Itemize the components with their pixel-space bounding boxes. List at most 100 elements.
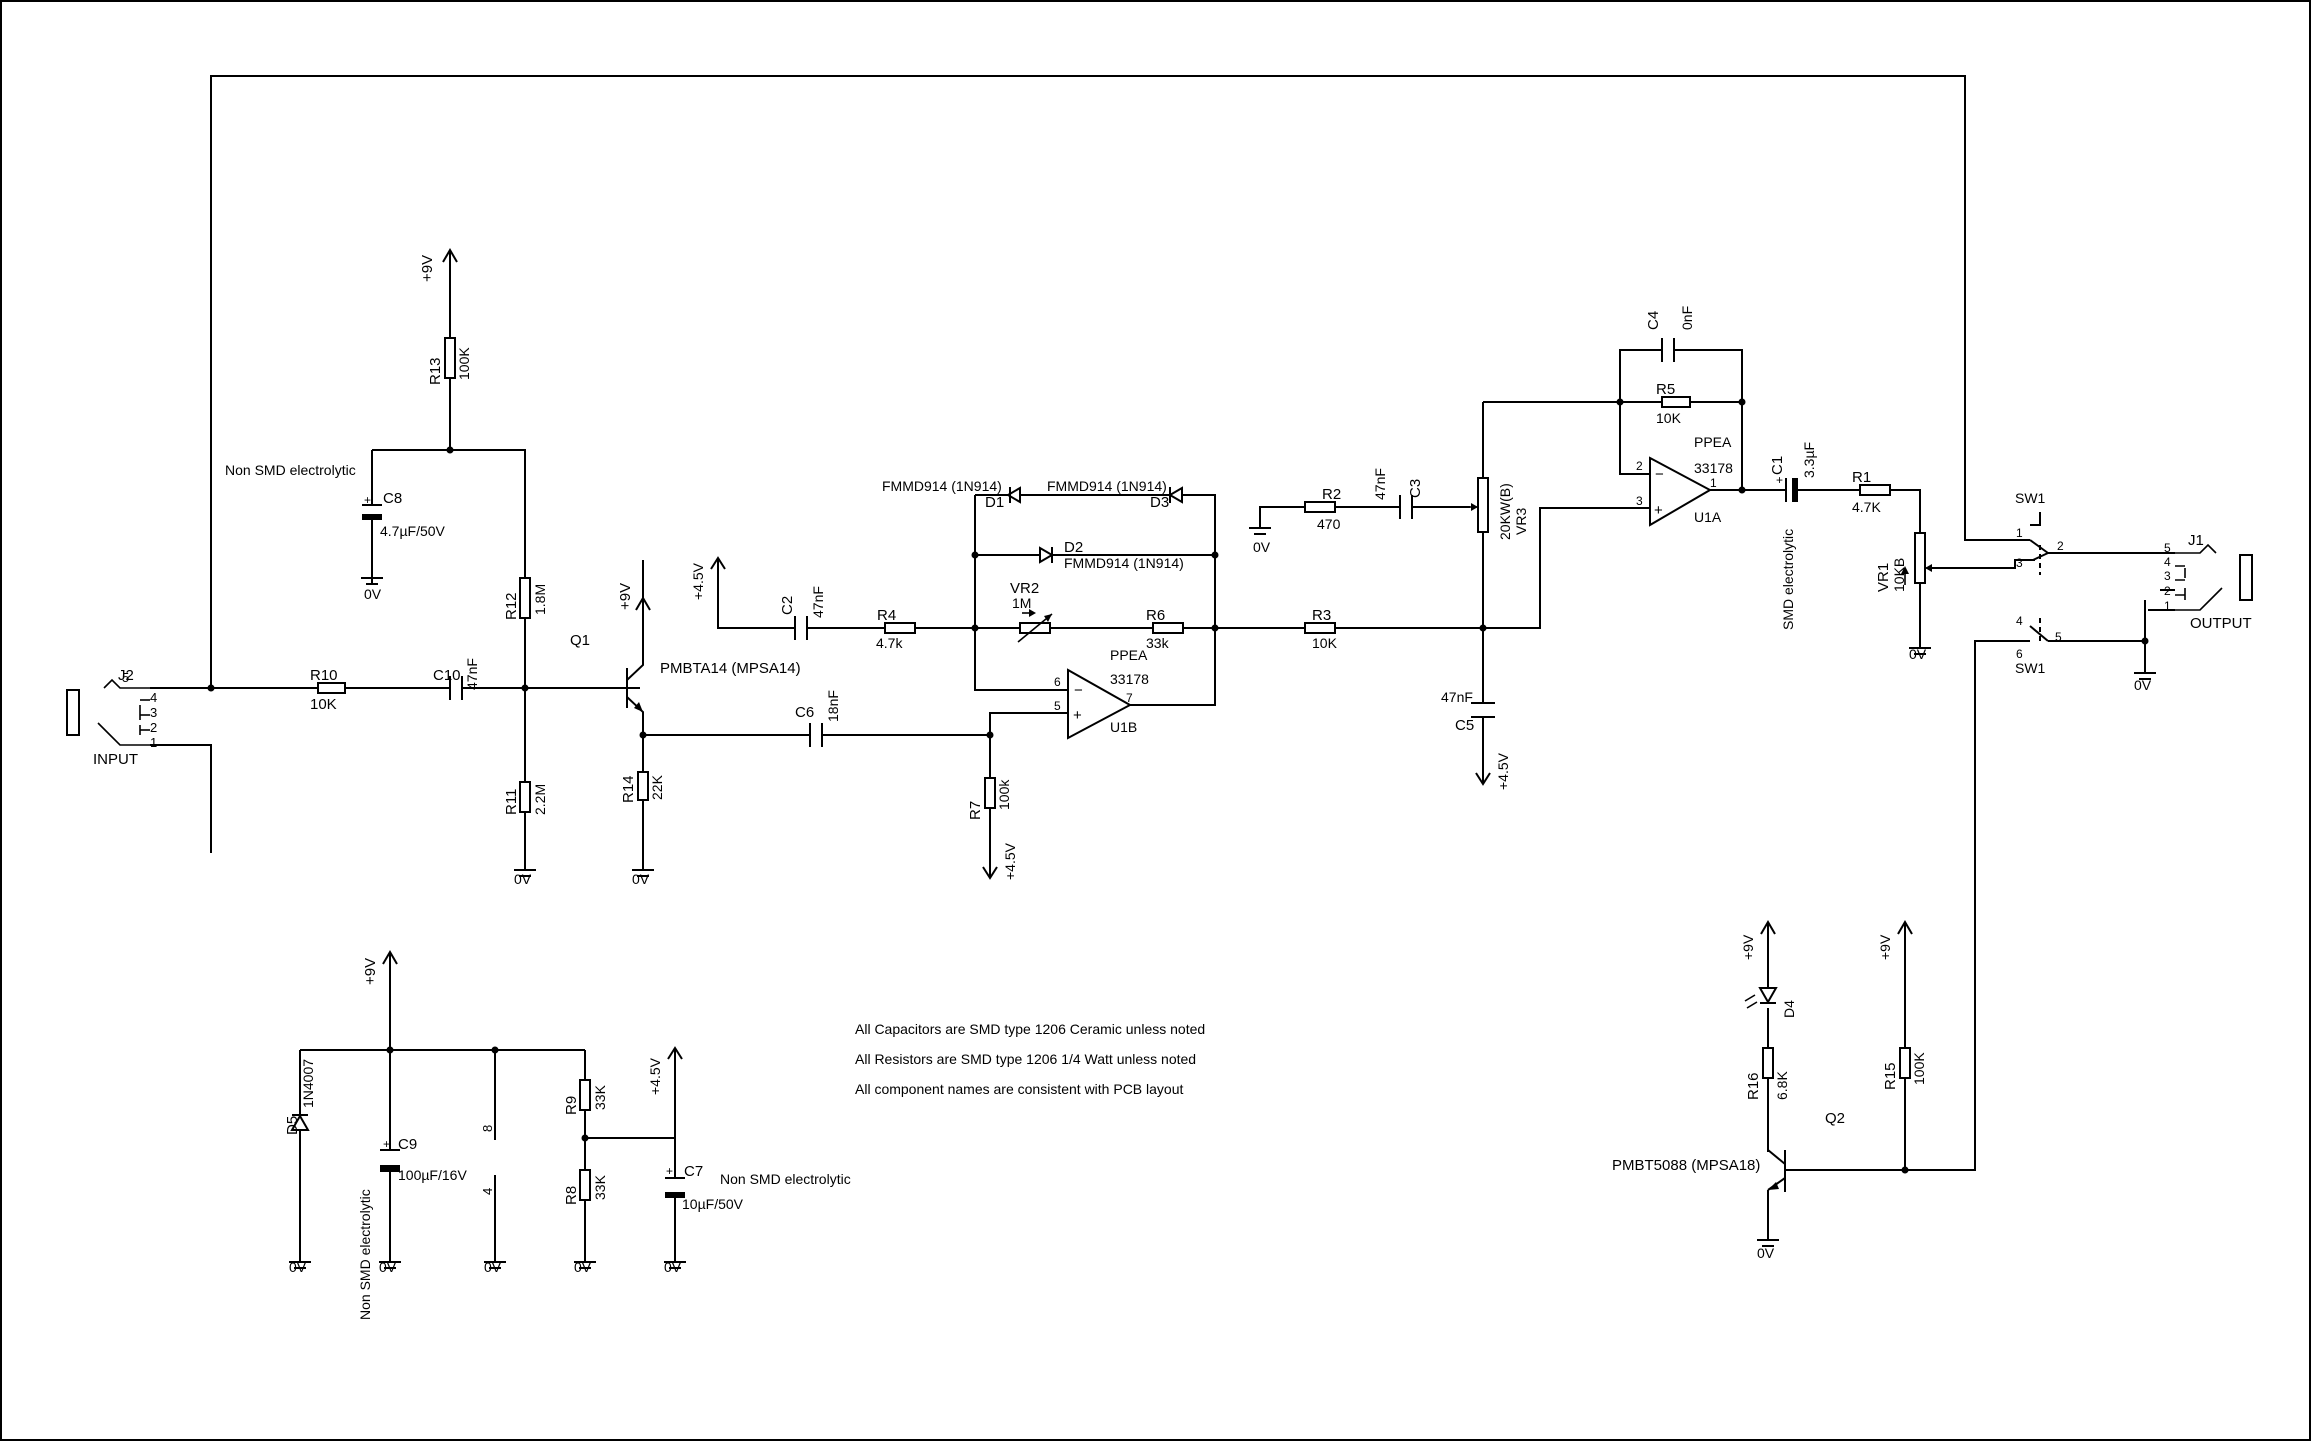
- c10-ref: C10: [433, 667, 461, 684]
- c7-note: Non SMD electrolytic: [720, 1171, 851, 1187]
- r4-ref: R4: [877, 607, 896, 624]
- capacitor-c10: C10 47nF: [433, 658, 480, 700]
- plus9v-label: +9V: [362, 958, 379, 985]
- j2-label: J2: [118, 667, 134, 684]
- r16-value: 6.8K: [1774, 1071, 1790, 1100]
- d1-ref: D1: [985, 494, 1004, 511]
- c4-value: 0nF: [1679, 306, 1695, 330]
- c3-ref: C3: [1407, 479, 1424, 498]
- vr3-value: 20KW(B): [1497, 483, 1513, 540]
- d2-ref: D2: [1064, 539, 1083, 556]
- r12-value: 1.8M: [532, 584, 548, 615]
- plus9v-label: +9V: [1740, 934, 1756, 960]
- ground-label: 0V: [484, 1259, 502, 1275]
- c1-note: SMD electrolytic: [1780, 529, 1796, 630]
- r13-ref: R13: [427, 357, 444, 385]
- ground-label: 0V: [632, 871, 650, 887]
- sw1-ref-2: SW1: [2015, 660, 2046, 676]
- diode-d2: D2 FMMD914 (1N914): [1039, 539, 1184, 571]
- c8-value: 4.7µF/50V: [380, 523, 446, 539]
- c9-value: 100µF/16V: [398, 1167, 467, 1183]
- q1-part: PMBTA14 (MPSA14): [660, 660, 801, 677]
- sw1-pin5: 5: [2055, 630, 2062, 644]
- resistor-r12: R12 1.8M: [503, 450, 548, 620]
- plus9v-label: +9V: [1877, 934, 1893, 960]
- sw1-pin3: 3: [2016, 556, 2023, 570]
- c5-ref: C5: [1455, 717, 1474, 734]
- wires: [150, 75, 2175, 1262]
- ground-label: 0V: [1909, 646, 1927, 662]
- u1b-minus: −: [1074, 682, 1083, 699]
- d3-part: FMMD914 (1N914): [1047, 478, 1167, 494]
- plus45-label: +4.5V: [1495, 752, 1511, 790]
- j1-pin-1: 1: [2164, 599, 2171, 613]
- capacitor-c8: + C8 4.7µF/50V Non SMD electrolytic 0V: [225, 450, 446, 602]
- note-capacitors: All Capacitors are SMD type 1206 Ceramic…: [855, 1021, 1205, 1037]
- r4-value: 4.7k: [876, 635, 903, 651]
- resistor-r1: R1 4.7K: [1852, 469, 1891, 515]
- ground-label: 0V: [1253, 539, 1271, 555]
- d5-value: 1N4007: [300, 1059, 316, 1108]
- resistor-r11: R11 2.2M 0V: [503, 688, 548, 887]
- ground-label: 0V: [289, 1259, 307, 1275]
- sw1-pin2: 2: [2057, 539, 2064, 553]
- r10-ref: R10: [310, 667, 338, 684]
- u1b-part: 33178: [1110, 671, 1149, 687]
- j2-pin-3: 3: [150, 705, 157, 720]
- resistor-r15: +9V R15 100K: [1877, 920, 1927, 1090]
- power-arrow-45v-c2: +4.5V: [690, 556, 726, 600]
- plus45-label: +4.5V: [1002, 842, 1018, 880]
- resistor-r14: R14 22K 0V: [620, 771, 665, 887]
- q2-part: PMBT5088 (MPSA18): [1612, 1157, 1760, 1174]
- r3-ref: R3: [1312, 607, 1331, 624]
- ground-label: 0V: [379, 1259, 397, 1275]
- plus9v-label: +9V: [419, 255, 436, 282]
- transistor-q1: Q1 PMBTA14 (MPSA14) +9V: [570, 583, 801, 735]
- r10-value: 10K: [310, 696, 337, 713]
- ground-label: 0V: [664, 1259, 682, 1275]
- u1b-pin6: 6: [1054, 675, 1061, 689]
- capacitor-c2: C2 47nF: [779, 586, 826, 640]
- resistor-r6: R6 33k: [1146, 607, 1184, 651]
- c9-note: Non SMD electrolytic: [357, 1189, 373, 1320]
- potentiometer-vr1: VR1 10KB 0V: [1875, 532, 1932, 662]
- u1b-ppea: PPEA: [1110, 647, 1148, 663]
- r8-ref: R8: [563, 1186, 580, 1205]
- j2-pin-1: 1: [150, 735, 157, 750]
- potentiometer-vr2: VR2 1M: [1010, 580, 1053, 643]
- sw1-pin1: 1: [2016, 526, 2023, 540]
- u1a-ref: U1A: [1694, 509, 1722, 525]
- resistor-r16: R16 6.8K: [1745, 1047, 1790, 1100]
- q2-ref: Q2: [1825, 1110, 1845, 1127]
- r11-value: 2.2M: [532, 784, 548, 815]
- capacitor-c5: 47nF C5 +4.5V: [1441, 689, 1511, 790]
- c8-note: Non SMD electrolytic: [225, 462, 356, 478]
- d3-ref: D3: [1150, 494, 1169, 511]
- d5-ref: D5: [284, 1116, 301, 1135]
- c5-value: 47nF: [1441, 689, 1473, 705]
- u1a-plus: +: [1654, 502, 1663, 519]
- resistor-r10: R10 10K: [310, 667, 346, 713]
- vr2-ref: VR2: [1010, 580, 1039, 597]
- u1b-ref: U1B: [1110, 719, 1137, 735]
- notes-block: All Capacitors are SMD type 1206 Ceramic…: [855, 1021, 1205, 1097]
- c1-value: 3.3µF: [1801, 442, 1817, 478]
- plus45-label: +4.5V: [690, 562, 706, 600]
- u1b-pin7: 7: [1126, 691, 1133, 705]
- vr1-value: 10KB: [1891, 558, 1907, 592]
- resistor-r13: R13 100K: [427, 337, 472, 385]
- potentiometer-vr3: 20KW(B) VR3: [1470, 477, 1529, 540]
- r15-value: 100K: [1911, 1052, 1927, 1085]
- r7-ref: R7: [967, 801, 984, 820]
- c2-ref: C2: [779, 596, 796, 615]
- r11-ref: R11: [503, 789, 520, 815]
- capacitor-c1: + C1 3.3µF SMD electrolytic: [1769, 442, 1817, 630]
- r16-ref: R16: [1745, 1072, 1762, 1100]
- junction-dots: [207, 398, 2149, 1174]
- resistor-r7: R7 100k +4.5V: [967, 777, 1018, 880]
- c1-ref: C1: [1769, 456, 1786, 475]
- j1-pin-2: 2: [2164, 584, 2171, 598]
- sw1-pin4: 4: [2016, 614, 2023, 628]
